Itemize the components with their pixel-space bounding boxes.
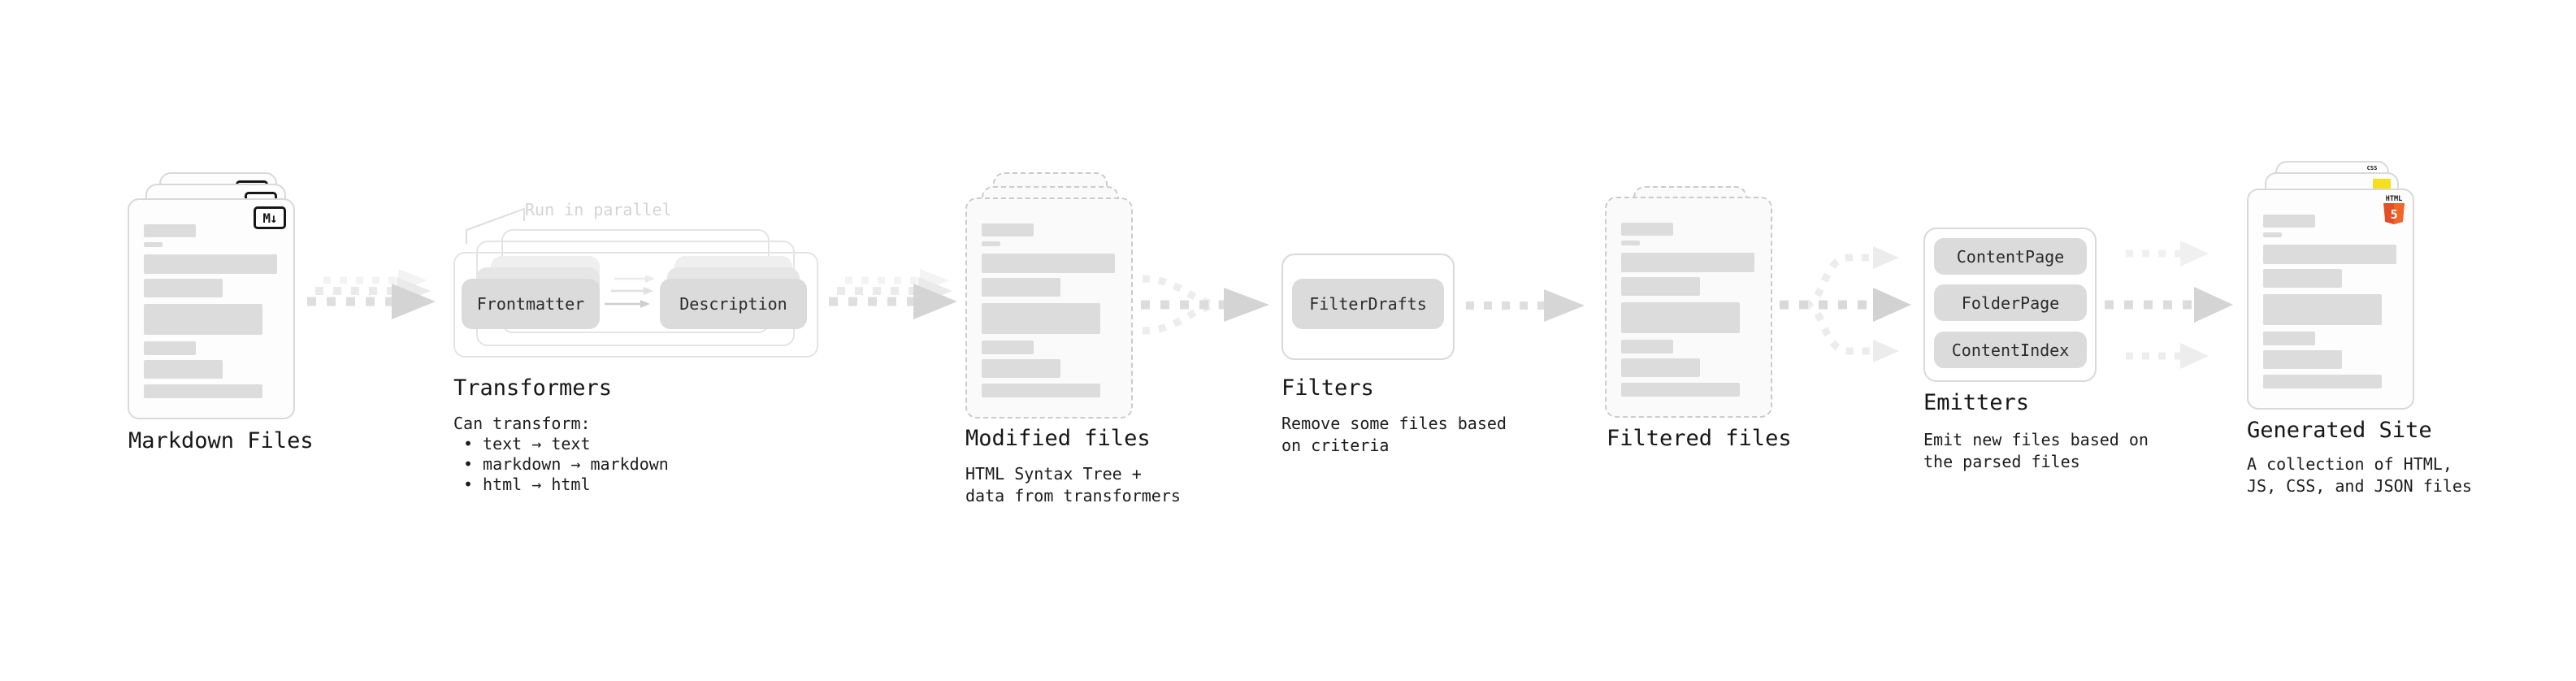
placeholder-bar — [144, 242, 163, 247]
stage-title-emitters: Emitters — [1923, 390, 2030, 415]
placeholder-bar — [982, 340, 1034, 354]
folder-page-emitter: FolderPage — [1934, 284, 2087, 321]
placeholder-bar — [1621, 340, 1673, 354]
markdown-icon: M↓ — [254, 206, 286, 229]
description-transformer: Description — [660, 279, 807, 329]
subtitle-line: Remove some files based — [1281, 414, 1507, 433]
content-page-emitter: ContentPage — [1934, 238, 2087, 275]
placeholder-bar — [1621, 358, 1700, 377]
annotation-callout-line — [466, 207, 525, 244]
markdown-file-card-front: M↓ — [128, 198, 295, 419]
placeholder-bar — [144, 254, 277, 274]
arrow-transformers-to-modified — [829, 269, 957, 319]
stage-title-modified-files: Modified files — [965, 426, 1151, 451]
subtitle-line: the parsed files — [1923, 452, 2080, 471]
placeholder-bar — [144, 224, 196, 237]
placeholder-bar — [144, 304, 262, 335]
parallel-flow-arrows — [605, 275, 655, 308]
transform-rule: html → html — [463, 475, 669, 495]
stage-title-generated-site: Generated Site — [2247, 418, 2432, 443]
placeholder-bar — [1621, 277, 1700, 296]
placeholder-bar — [144, 384, 262, 398]
subtitle-line: A collection of HTML, — [2247, 454, 2452, 474]
stage-title-markdown-files: Markdown Files — [128, 428, 314, 453]
modified-files-subtitle: HTML Syntax Tree + data from transformer… — [965, 463, 1181, 507]
placeholder-bar — [982, 303, 1100, 334]
placeholder-bar — [2263, 350, 2342, 369]
arrow-markdown-to-transformers — [307, 269, 436, 319]
frontmatter-transformer: Frontmatter — [462, 279, 600, 329]
svg-text:5: 5 — [2391, 207, 2398, 222]
placeholder-bar — [2263, 245, 2396, 264]
arrow-filters-to-filtered — [1466, 289, 1585, 322]
placeholder-bar — [982, 384, 1100, 397]
transformers-caption: Can transform: — [453, 414, 591, 433]
placeholder-bar — [1621, 223, 1673, 236]
subtitle-line: on criteria — [1281, 436, 1390, 455]
arrow-modified-to-filters — [1141, 275, 1269, 335]
placeholder-bar — [982, 359, 1060, 378]
transform-rule: text → text — [463, 434, 669, 454]
placeholder-bar — [2263, 332, 2315, 345]
placeholder-bar — [2263, 269, 2342, 288]
transform-rule: markdown → markdown — [463, 454, 669, 475]
stage-title-filtered-files: Filtered files — [1607, 426, 1792, 451]
placeholder-bar — [1621, 302, 1740, 333]
run-in-parallel-label: Run in parallel — [525, 200, 672, 219]
filtered-file-card-front — [1605, 197, 1772, 418]
subtitle-line: HTML Syntax Tree + — [965, 464, 1142, 484]
arrow-emitters-to-site — [2105, 241, 2233, 369]
stage-title-transformers: Transformers — [453, 375, 613, 401]
svg-text:HTML: HTML — [2386, 195, 2402, 203]
html5-logo-icon: HTML 5 — [2383, 195, 2405, 224]
filter-drafts-filter: FilterDrafts — [1292, 279, 1444, 329]
content-index-emitter: ContentIndex — [1934, 332, 2087, 368]
placeholder-bar — [2263, 232, 2282, 237]
stage-title-filters: Filters — [1281, 375, 1374, 401]
placeholder-bar — [2263, 215, 2315, 228]
placeholder-bar — [2263, 375, 2382, 388]
emitters-subtitle: Emit new files based on the parsed files — [1923, 429, 2149, 473]
subtitle-line: JS, CSS, and JSON files — [2247, 476, 2472, 496]
modified-file-card-front — [965, 197, 1133, 419]
generated-site-subtitle: A collection of HTML, JS, CSS, and JSON … — [2247, 453, 2472, 497]
transformer-panel-front — [453, 252, 818, 358]
placeholder-bar — [982, 223, 1034, 236]
css-label: CSS — [2366, 165, 2378, 171]
html-file-card: HTML 5 — [2247, 189, 2414, 410]
placeholder-bar — [982, 278, 1060, 297]
placeholder-bar — [144, 341, 196, 355]
placeholder-bar — [1621, 241, 1640, 245]
placeholder-bar — [144, 360, 223, 379]
arrow-filtered-to-emitters — [1780, 246, 1911, 362]
filters-subtitle: Remove some files based on criteria — [1281, 413, 1507, 457]
placeholder-bar — [1621, 383, 1740, 397]
transform-rules-list: text → text markdown → markdown html → h… — [463, 434, 669, 495]
subtitle-line: data from transformers — [965, 486, 1181, 505]
js-file-icon — [2373, 179, 2391, 189]
placeholder-bar — [144, 279, 223, 297]
subtitle-line: Emit new files based on — [1923, 430, 2149, 449]
placeholder-bar — [982, 254, 1115, 273]
placeholder-bar — [2263, 294, 2382, 325]
placeholder-bar — [982, 241, 1000, 246]
placeholder-bar — [1621, 253, 1754, 272]
